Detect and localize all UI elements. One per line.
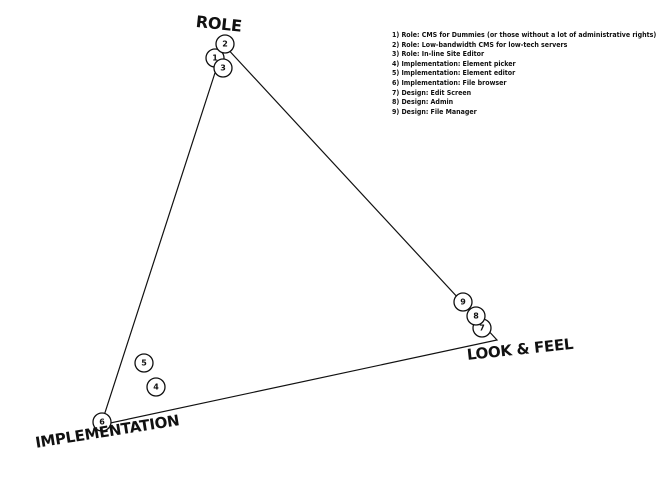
node-3-label: 3 — [220, 64, 226, 73]
node-2: 2 — [215, 34, 235, 54]
node-8-label: 8 — [473, 312, 479, 321]
legend-item: 2) Role: Low-bandwidth CMS for low-tech … — [392, 40, 568, 49]
legend-item: 3) Role: In-line Site Editor — [392, 50, 485, 59]
node-9-label: 9 — [460, 298, 466, 307]
legend-item: 4) Implementation: Element picker — [392, 59, 516, 68]
legend: 1) Role: CMS for Dummies (or those witho… — [392, 31, 656, 117]
triangle-diagram: 1 2 3 4 5 6 7 8 9 — [92, 34, 499, 432]
node-6: 6 — [92, 412, 112, 432]
legend-item: 9) Design: File Manager — [392, 107, 477, 116]
node-5-label: 5 — [141, 359, 147, 368]
node-6-label: 6 — [99, 418, 105, 427]
node-1-label: 1 — [212, 54, 218, 63]
legend-item: 8) Design: Admin — [392, 98, 454, 107]
node-8: 8 — [466, 306, 486, 326]
node-4: 4 — [146, 377, 166, 397]
node-2-label: 2 — [222, 40, 228, 49]
legend-item: 1) Role: CMS for Dummies (or those witho… — [392, 31, 656, 39]
legend-item: 5) Implementation: Element editor — [392, 69, 516, 78]
node-9: 9 — [453, 292, 473, 312]
node-7-label: 7 — [479, 324, 485, 333]
node-4-label: 4 — [153, 383, 159, 392]
node-3: 3 — [213, 58, 233, 78]
legend-item: 6) Implementation: File browser — [392, 78, 507, 87]
triangle-outline — [100, 43, 499, 426]
node-5: 5 — [134, 353, 154, 373]
legend-item: 7) Design: Edit Screen — [392, 88, 472, 97]
